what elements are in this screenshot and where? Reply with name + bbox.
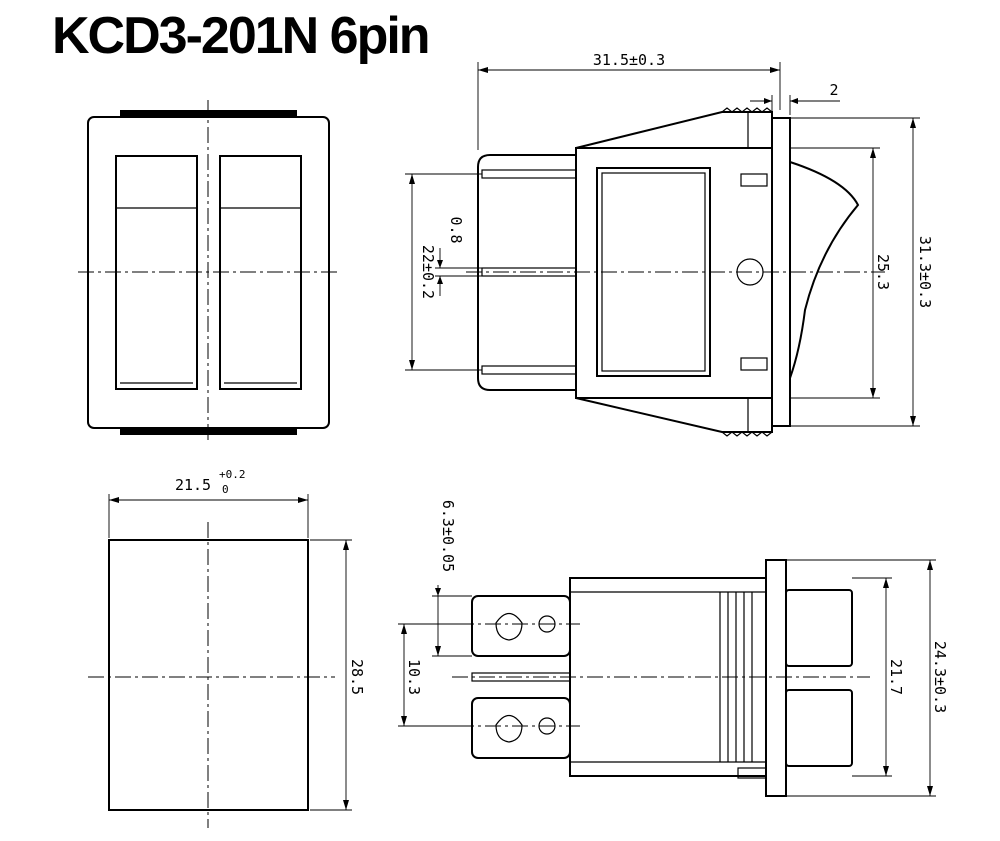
side-rocker — [789, 161, 860, 379]
panel-cutout-view: 21.5 +0.2 0 28.5 — [88, 468, 366, 828]
dim-terminal-width: 6.3±0.05 — [439, 500, 457, 572]
dim-cutout-width: 21.5 — [175, 476, 211, 494]
dim-side-flange-height: 31.3±0.3 — [916, 236, 934, 308]
dim-side-pin-spacing: 22±0.2 — [419, 245, 437, 299]
side-view — [466, 107, 885, 437]
front-rocker-left — [115, 155, 198, 390]
dim-body-height: 21.7 — [887, 659, 905, 695]
dim-side-body-height: 25.3 — [874, 254, 892, 290]
bottom-view-dimensions: 6.3±0.05 10.3 21.7 24.3±0.3 — [398, 500, 949, 797]
bottom-flange — [765, 559, 787, 797]
dim-cutout-tol-lower: 0 — [222, 483, 229, 496]
side-lower-clip — [575, 397, 773, 433]
bottom-rocker-upper — [785, 589, 853, 667]
side-pin-top — [481, 169, 577, 179]
panel-cutout — [108, 539, 309, 811]
front-view — [78, 100, 338, 440]
dim-cutout-height: 28.5 — [348, 659, 366, 695]
side-pin-bottom — [481, 365, 577, 375]
dim-side-width: 31.5±0.3 — [593, 51, 665, 69]
dim-terminal-spacing: 10.3 — [405, 659, 423, 695]
dim-flange-height: 24.3±0.3 — [931, 641, 949, 713]
bottom-view — [452, 559, 870, 797]
dim-cutout-tol-upper: +0.2 — [219, 468, 246, 481]
dim-side-pin-thickness: 0.8 — [447, 216, 465, 243]
drawing-title: KCD3-201N 6pin — [52, 7, 431, 65]
side-view-dimensions: 31.5±0.3 2 22±0.2 0.8 25.3 31.3±0.3 — [405, 51, 934, 427]
dim-side-flange: 2 — [829, 81, 838, 99]
side-upper-clip — [575, 111, 773, 149]
bottom-rocker-lower — [785, 689, 853, 767]
